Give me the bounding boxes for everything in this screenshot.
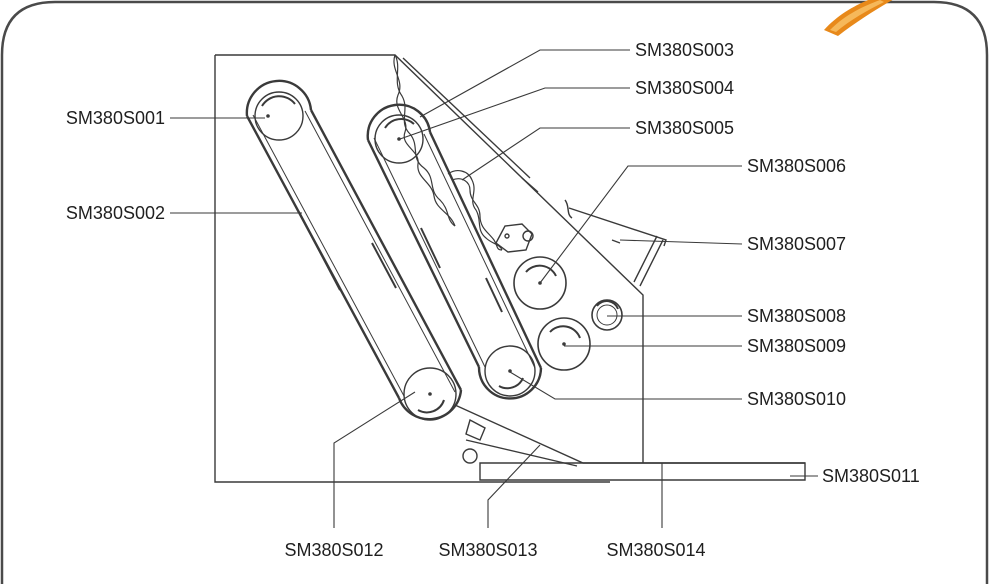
feed-rollers — [513, 256, 623, 371]
pressure-bracket — [564, 199, 667, 287]
twisted-spring — [393, 54, 503, 251]
label-sm380s005: SM380S005 — [635, 118, 734, 138]
label-sm380s008: SM380S008 — [747, 306, 846, 326]
discharge-plate — [454, 404, 806, 481]
label-sm380s011: SM380S011 — [822, 466, 920, 486]
label-sm380s009: SM380S009 — [747, 336, 846, 356]
left-belt-conveyor — [245, 79, 463, 421]
slope-guide — [402, 57, 539, 253]
label-sm380s002: SM380S002 — [66, 203, 165, 223]
label-sm380s010: SM380S010 — [747, 389, 846, 409]
label-sm380s001: SM380S001 — [66, 108, 165, 128]
label-sm380s014: SM380S014 — [606, 540, 705, 560]
label-sm380s004: SM380S004 — [635, 78, 734, 98]
label-sm380s003: SM380S003 — [635, 40, 734, 60]
corner-accent-icon — [824, 0, 893, 36]
label-sm380s012: SM380S012 — [284, 540, 383, 560]
label-sm380s007: SM380S007 — [747, 234, 846, 254]
middle-belt-conveyor — [366, 103, 543, 400]
label-sm380s013: SM380S013 — [438, 540, 537, 560]
label-sm380s006: SM380S006 — [747, 156, 846, 176]
machine-frame — [214, 54, 644, 483]
leader-lines — [170, 49, 818, 528]
